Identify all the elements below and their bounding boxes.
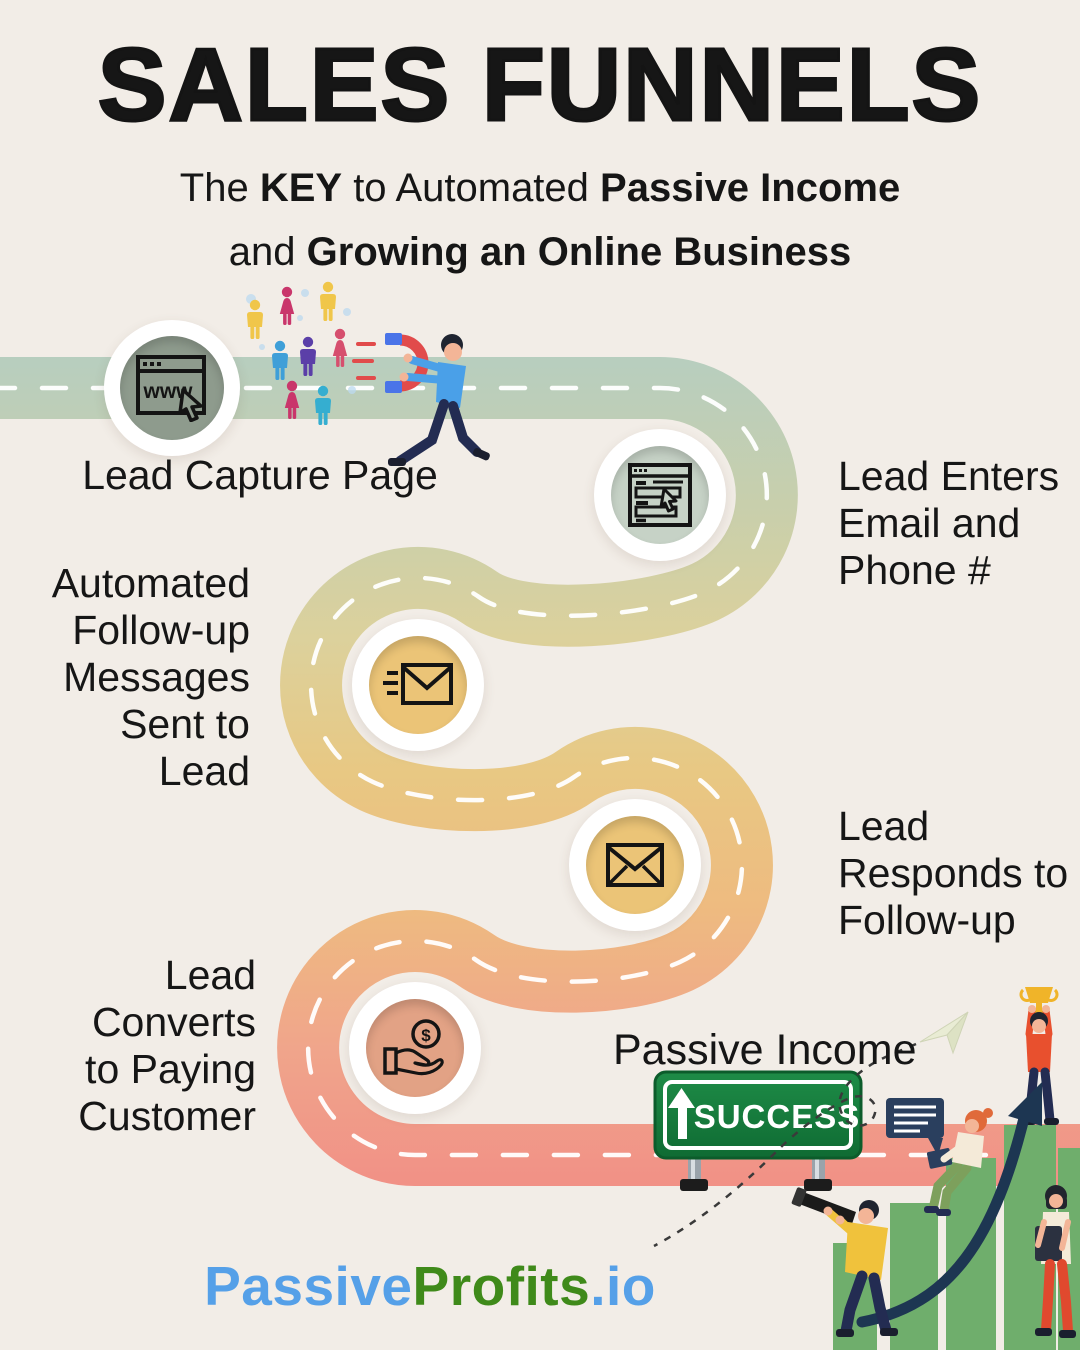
logo-io: .io (590, 1255, 656, 1317)
milestone-circle-follow-up (352, 619, 484, 751)
speech-bubble (886, 1098, 944, 1156)
lead-magnet-man (352, 333, 490, 466)
label-lead-responds: Lead Responds to Follow-up (838, 803, 1069, 943)
label-lead-capture-page: Lead Capture Page (82, 452, 438, 498)
success-sign: SUCCESS (653, 1070, 863, 1191)
telescope (794, 1190, 856, 1224)
people-crowd (246, 281, 356, 425)
winding-road (0, 357, 1080, 1186)
label-passive-income: Passive Income (613, 1026, 917, 1074)
page-subtitle: The KEY to Automated Passive Income and … (0, 156, 1080, 284)
svg-text:$: $ (421, 1026, 431, 1045)
trophy-icon (1019, 987, 1059, 1013)
dollar-hand-icon: $ (383, 1019, 444, 1076)
telescope-man (791, 1187, 898, 1337)
milestone-circle-lead-enters (594, 429, 726, 561)
growth-arrow (856, 1082, 1042, 1328)
www-browser-icon: www (136, 355, 206, 422)
label-automated-follow-up: Automated Follow-up Messages Sent to Lea… (51, 560, 250, 794)
milestone-circle-lead-capture: www (104, 320, 240, 456)
milestone-circle-converts: $ (349, 982, 481, 1114)
subtitle-line-1: The KEY to Automated Passive Income (179, 166, 901, 210)
flight-trail (653, 1011, 969, 1248)
logo-passive: Passive (204, 1255, 413, 1317)
milestone-circle-responds (569, 799, 701, 931)
label-lead-enters-info: Lead Enters Email and Phone # (838, 453, 1060, 593)
sending-email-icon (383, 663, 453, 705)
envelope-icon (606, 843, 664, 887)
logo-profits: Profits (412, 1255, 591, 1317)
form-cursor-icon (628, 463, 692, 527)
sign-text: SUCCESS (694, 1098, 861, 1135)
sign-up-arrow-icon (668, 1088, 695, 1139)
brand-logo: PassiveProfits.io (30, 1254, 830, 1318)
label-lead-converts: Lead Converts to Paying Customer (78, 952, 256, 1139)
road-center-dashes (0, 385, 1080, 1158)
sitting-woman (924, 1108, 993, 1216)
paper-plane-icon (919, 1011, 969, 1055)
page-title: SALES FUNNELS (96, 26, 983, 144)
standing-woman (1035, 1185, 1076, 1338)
subtitle-line-2: and Growing an Online Business (228, 230, 852, 274)
